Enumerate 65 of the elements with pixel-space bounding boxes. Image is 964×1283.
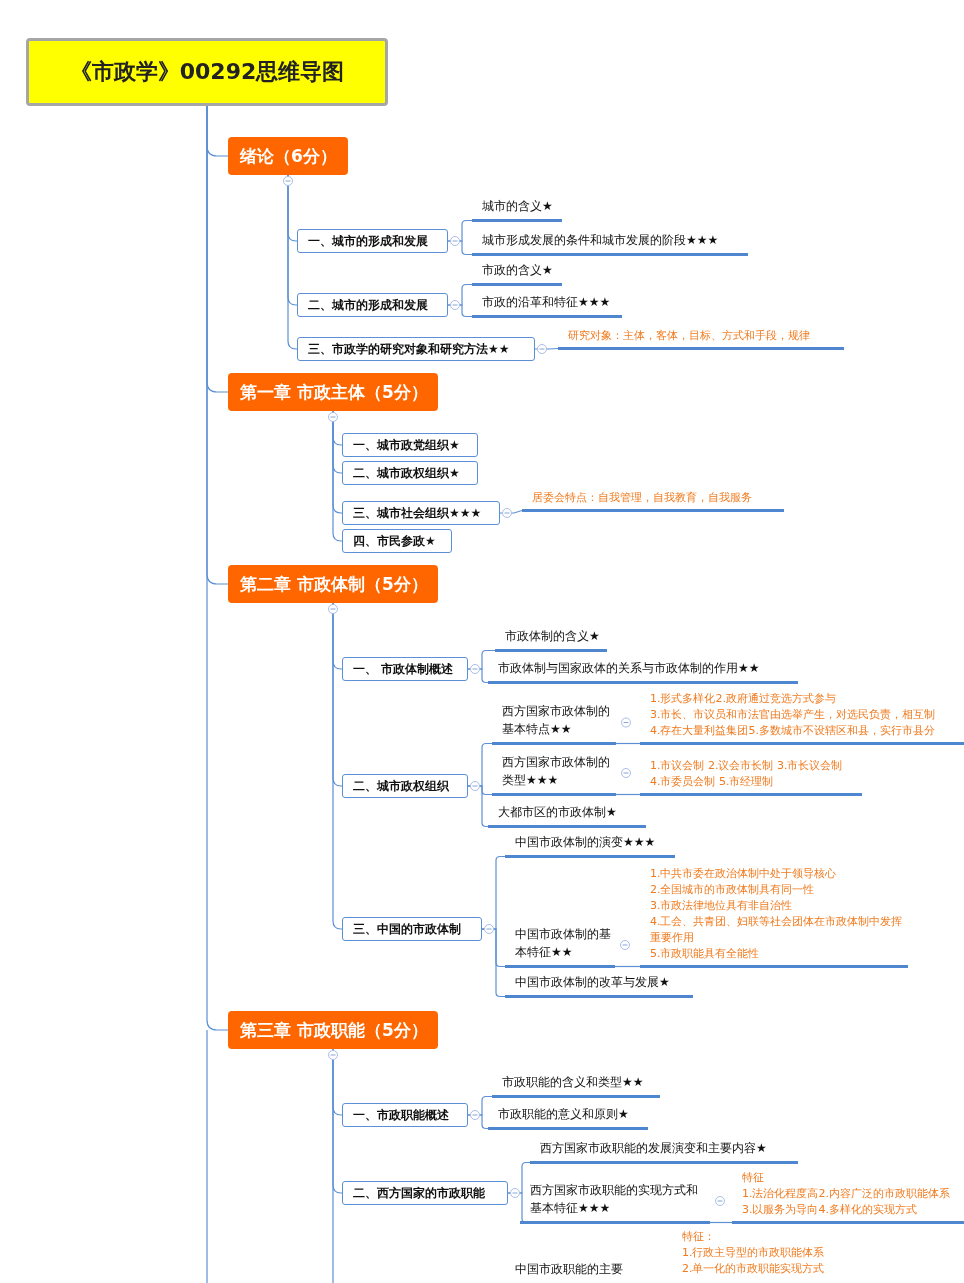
branch-line (615, 742, 641, 745)
branch-line (709, 1221, 733, 1224)
branch-line (332, 410, 343, 542)
topic-label: 西方国家市政体制的基本特点★★ (492, 700, 616, 745)
section-box: 三、城市社会组织★★★ (342, 501, 500, 525)
topic-label: 大都市区的市政体制★ (488, 800, 646, 828)
note-text: 居委会特点：自我管理，自我教育，自我服务 (532, 490, 753, 506)
branch-line (615, 793, 641, 796)
title-box: 《市政学》00292思维导图 (26, 38, 388, 106)
chapter-box: 第二章 市政体制（5分） (228, 565, 438, 603)
section-box: 一、市政职能概述 (342, 1103, 468, 1127)
topic-label: 市政职能的意义和原则★ (488, 1104, 648, 1130)
note-text: 5.市政职能具有全能性 (650, 946, 761, 962)
section-box: 一、 市政体制概述 (342, 657, 468, 681)
topic-label: 城市的含义★ (472, 198, 562, 222)
note-text: 1.市议会制 2.议会市长制 3.市长议会制 (650, 758, 844, 774)
branch-line (467, 785, 489, 828)
topic-label: 市政体制的含义★ (495, 626, 607, 652)
topic-label: 中国市政体制的演变★★★ (505, 832, 675, 858)
note-text: 1.中共市委在政治体制中处于领导核心 (650, 866, 838, 882)
section-box: 二、城市的形成和发展 (297, 293, 448, 317)
section-box: 一、城市政党组织★ (342, 433, 478, 457)
note-text: 1.行政主导型的市政职能体系 (682, 1245, 826, 1261)
branch-line (481, 928, 506, 998)
note-branch (640, 866, 908, 968)
section-box: 三、市政学的研究对象和研究方法★★ (297, 337, 535, 361)
topic-label: 市政职能的含义和类型★★ (492, 1072, 660, 1098)
note-text: 3.以服务为导向4.多样化的实现方式 (742, 1202, 918, 1218)
topic-label: 市政的含义★ (472, 262, 562, 286)
section-box: 四、市民参政★ (342, 529, 452, 553)
note-text: 4.存在大量利益集团5.多数城市不设辖区和县，实行市县分 (650, 723, 936, 739)
topic-label: 市政的沿革和特征★★★ (472, 292, 622, 318)
note-branch (640, 692, 964, 745)
note-text: 3.市政法律地位具有非自治性 (650, 898, 794, 914)
branch-line (206, 105, 229, 1031)
note-text: 1.法治化程度高2.内容广泛的市政职能体系 (742, 1186, 951, 1202)
chapter-box: 第三章 市政职能（5分） (228, 1011, 438, 1049)
topic-label: 西方国家市政职能的实现方式和基本特征★★★ (520, 1178, 710, 1224)
note-text: 研究对象：主体，客体，目标、方式和手段，规律 (568, 328, 811, 344)
topic-label: 西方国家市政体制的类型★★★ (492, 750, 616, 796)
note-text: 4.工会、共青团、妇联等社会团体在市政体制中发挥重要作用 (650, 914, 904, 946)
branch-line (614, 965, 641, 968)
topic-label: 城市形成发展的条件和城市发展的阶段★★★ (472, 230, 748, 256)
note-text: 2.单一化的市政职能实现方式 (682, 1261, 826, 1277)
note-branch (522, 488, 784, 512)
section-box: 二、城市政权组织 (342, 774, 468, 798)
note-branch (558, 326, 844, 350)
section-box: 二、西方国家的市政职能 (342, 1181, 508, 1205)
topic-label: 中国市政职能的主要 (505, 1258, 655, 1282)
note-text: 特征： (682, 1229, 716, 1245)
branch-line (332, 1048, 343, 1194)
section-box: 三、中国的市政体制 (342, 917, 482, 941)
topic-label: 中国市政体制的改革与发展★ (505, 972, 693, 998)
note-text: 4.市委员会制 5.市经理制 (650, 774, 775, 790)
section-box: 二、城市政权组织★ (342, 461, 478, 485)
chapter-box: 第一章 市政主体（5分） (228, 373, 438, 411)
topic-label: 中国市政体制的基本特征★★ (505, 922, 615, 968)
note-text: 特征 (742, 1170, 765, 1186)
topic-label: 市政体制与国家政体的关系与市政体制的作用★★ (488, 658, 798, 684)
chapter-box: 绪论（6分） (228, 137, 348, 175)
note-text: 1.形式多样化2.政府通过竞选方式参与 (650, 691, 837, 707)
note-text: 2.全国城市的市政体制具有同一性 (650, 882, 816, 898)
topic-label: 西方国家市政职能的发展演变和主要内容★ (530, 1138, 798, 1164)
note-text: 3.市长、市议员和市法官由选举产生，对选民负责，相互制 (650, 707, 937, 723)
section-box: 一、城市的形成和发展 (297, 229, 448, 253)
